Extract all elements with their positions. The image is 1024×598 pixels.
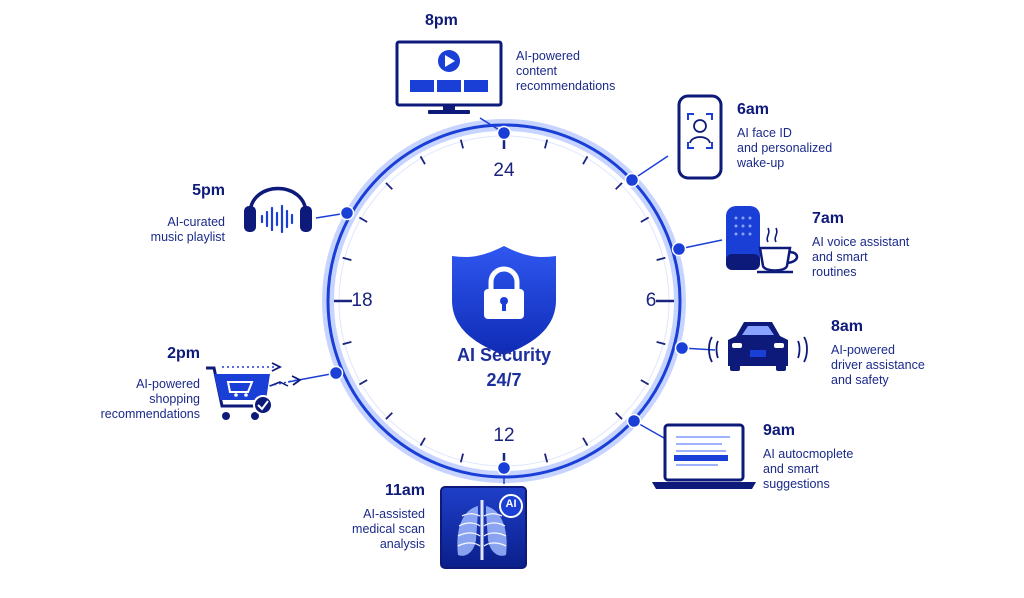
desc-8pm: AI-powered content recommendations (516, 49, 616, 93)
ai-badge (499, 494, 523, 518)
clock-tick-minor (358, 379, 368, 386)
clock-tick-minor (656, 341, 666, 346)
dot-8am (674, 340, 690, 356)
clock-tick-minor (544, 453, 549, 463)
clock-number-24: 24 (493, 160, 515, 181)
time-label-6am: 6am (737, 101, 770, 118)
clock-tick-minor (640, 379, 650, 386)
desc-7am: AI voice assistant and smart routines (812, 235, 910, 279)
time-label-9am: 9am (763, 422, 796, 439)
time-label-8am: 8am (831, 318, 864, 335)
desc-6am: AI face ID and personalized wake-up (737, 126, 833, 170)
desc-9am: AI autocmoplete and smart suggestions (763, 447, 854, 491)
clock-tick-minor (656, 256, 666, 261)
clock-tick-minor (544, 139, 549, 149)
dot-2pm (328, 365, 344, 381)
time-label-8pm: 8pm (425, 12, 458, 29)
connector-dots (328, 125, 690, 476)
shopping-cart-icon (206, 362, 302, 420)
center-subtitle: 24/7 (486, 370, 522, 390)
desc-8am: AI-powered driver assistance and safety (831, 343, 925, 387)
xray-icon (440, 486, 527, 569)
dot-11am (496, 460, 512, 476)
clock-tick-minor (419, 155, 426, 165)
smart-speaker-coffee-icon (726, 206, 799, 274)
clock-tick-minor (385, 412, 393, 420)
dot-7am (671, 241, 687, 257)
laptop-icon (652, 423, 756, 489)
clock-ticks (334, 131, 674, 471)
shield-lock-icon (452, 246, 556, 355)
clock-tick-minor (385, 182, 393, 190)
time-label-7am: 7am (812, 210, 845, 227)
clock-number-6: 6 (645, 290, 657, 311)
clock-tick-minor (459, 453, 464, 463)
headphones-icon (244, 186, 312, 234)
xray-ai-badge-label: AI (505, 498, 517, 510)
center-title: AI Security (456, 345, 552, 365)
clock-tick-minor (342, 341, 352, 346)
clock-tick-minor (615, 182, 623, 190)
clock-tick-minor (640, 216, 650, 223)
tv-play-icon (395, 40, 503, 114)
dot-8pm (496, 125, 512, 141)
time-label-11am: 11am (384, 482, 425, 499)
desc-2pm: AI-powered shopping recommendations (100, 377, 200, 421)
desc-5pm: AI-curated music playlist (150, 215, 225, 244)
time-label-2pm: 2pm (167, 345, 200, 362)
connector-7am (678, 239, 723, 250)
time-label-5pm: 5pm (192, 182, 225, 199)
clock-tick-minor (358, 216, 368, 223)
clock-tick-minor (615, 412, 623, 420)
dot-9am (626, 413, 642, 429)
clock-number-18: 18 (351, 290, 373, 311)
connector-2pm (287, 372, 337, 383)
clock-number-12: 12 (493, 425, 515, 446)
clock-tick-minor (582, 437, 589, 447)
car-icon (708, 322, 808, 371)
dot-5pm (339, 205, 355, 221)
clock-tick-minor (342, 256, 352, 261)
smartphone-face-id-icon (677, 94, 723, 180)
desc-11am: AI-assisted medical scan analysis (352, 507, 425, 551)
clock-tick-minor (459, 139, 464, 149)
clock-tick-minor (582, 155, 589, 165)
dot-6am (624, 172, 640, 188)
clock-tick-minor (419, 437, 426, 447)
